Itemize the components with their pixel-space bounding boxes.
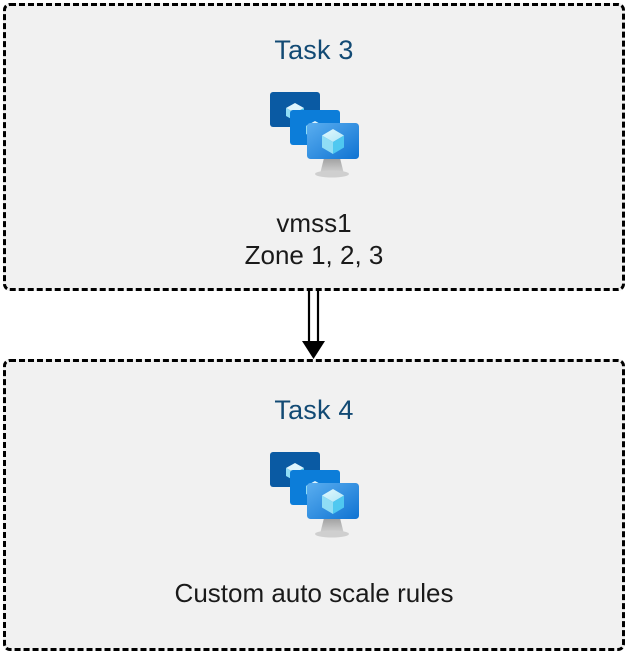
task-box-task-4[interactable]: Task 4 [3, 359, 625, 651]
task-3-caption: vmss1 Zone 1, 2, 3 [244, 208, 384, 270]
azure-vm-scale-set-icon [262, 446, 366, 546]
task-3-title: Task 3 [274, 35, 354, 65]
task-box-task-3[interactable]: Task 3 [3, 3, 625, 291]
azure-vm-scale-set-icon [262, 86, 366, 186]
task-4-caption: Custom auto scale rules [174, 578, 454, 608]
task-4-title: Task 4 [274, 395, 354, 425]
double-line-down-arrow [296, 288, 332, 360]
